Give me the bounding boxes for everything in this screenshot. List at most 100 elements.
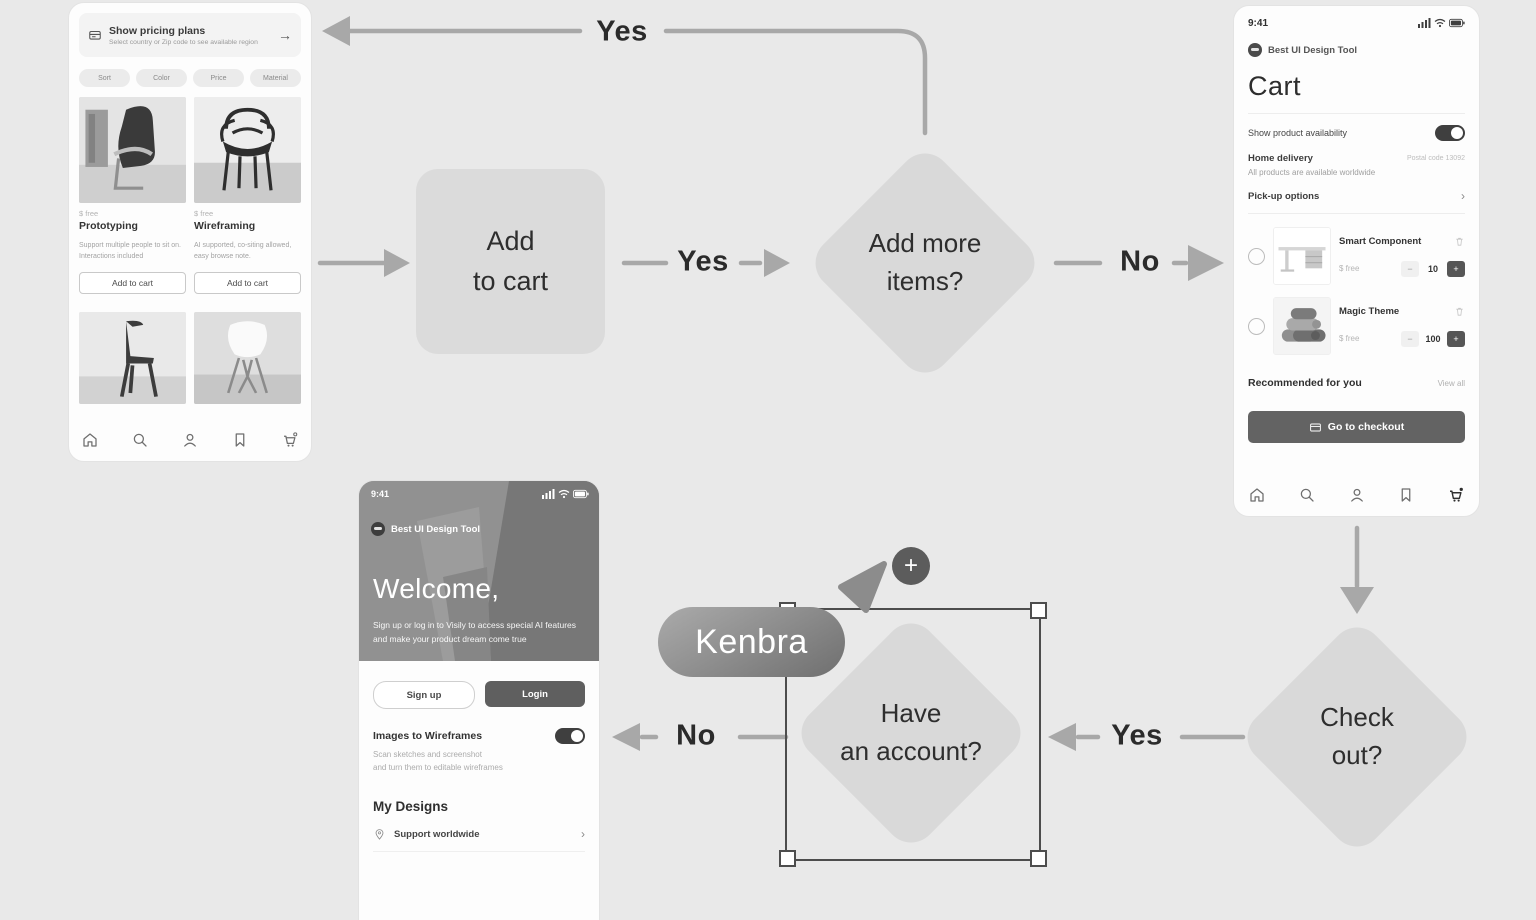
divider	[1248, 213, 1465, 214]
pickup-options-row[interactable]: Pick-up options ›	[1248, 190, 1465, 202]
minus-button[interactable]: −	[1401, 330, 1419, 347]
app-logo-icon	[1248, 43, 1262, 57]
signal-icon	[1418, 18, 1431, 28]
flow-label-yes-loop: Yes	[596, 15, 648, 48]
add-to-cart-button[interactable]: Add to cart	[79, 272, 186, 294]
product-price: $ free	[79, 209, 99, 218]
images-to-wireframes-row: Images to Wireframes	[373, 728, 585, 744]
status-bar: 9:41	[371, 489, 589, 499]
cart-item: Magic Theme $ free − 100 +	[1248, 297, 1465, 355]
add-node-button[interactable]: +	[892, 547, 930, 585]
minus-button[interactable]: −	[1401, 260, 1419, 277]
location-pin-icon	[375, 828, 384, 840]
sign-up-button[interactable]: Sign up	[373, 681, 475, 709]
product-description: Support multiple people to sit on. Inter…	[79, 242, 181, 260]
arrow-right-icon[interactable]: →	[278, 27, 292, 43]
trash-icon[interactable]	[1454, 306, 1465, 317]
flow-node-have-account[interactable]: Have an account?	[790, 612, 1032, 854]
pricing-banner[interactable]: Show pricing plans Select country or Zip…	[79, 13, 301, 57]
trash-icon[interactable]	[1454, 236, 1465, 247]
item-radio[interactable]	[1248, 247, 1265, 265]
filter-chip-sort[interactable]: Sort	[79, 69, 130, 87]
product-image-shell-chair	[194, 312, 301, 404]
quantity-value: 100	[1425, 333, 1441, 344]
brand-name: Best UI Design Tool	[391, 523, 481, 535]
filter-chip-price[interactable]: Price	[193, 69, 244, 87]
node-text: Add more items?	[868, 228, 982, 296]
flow-label-no-mid: No	[1120, 245, 1160, 278]
wifi-icon	[558, 489, 570, 499]
item-radio[interactable]	[1248, 317, 1265, 335]
selection-handle-bottom-right[interactable]	[1030, 850, 1047, 867]
bookmark-icon[interactable]	[231, 431, 249, 449]
brand-row: Best UI Design Tool	[1248, 43, 1465, 57]
status-time: 9:41	[1248, 17, 1269, 29]
brand-row: Best UI Design Tool	[371, 522, 480, 536]
selection-handle-bottom-left[interactable]	[779, 850, 796, 867]
home-icon[interactable]	[81, 431, 99, 449]
hero-image: 9:41 Best UI Design Tool Welcome, Sign u…	[359, 481, 599, 661]
signal-icon	[542, 489, 555, 499]
cart-icon[interactable]	[281, 431, 299, 449]
cart-item: Smart Component $ free − 10 +	[1248, 227, 1465, 285]
page-title: Cart	[1248, 71, 1302, 101]
product-image-masters-chair	[194, 97, 301, 203]
add-to-cart-button[interactable]: Add to cart	[194, 272, 301, 294]
item-name: Magic Theme	[1339, 305, 1400, 317]
brand-name: Best UI Design Tool	[1268, 44, 1358, 56]
profile-icon[interactable]	[181, 431, 199, 449]
view-all-link[interactable]: View all	[1437, 378, 1465, 388]
chevron-right-icon: ›	[1461, 189, 1465, 203]
filter-chip-material[interactable]: Material	[250, 69, 301, 87]
battery-icon	[1449, 18, 1465, 28]
bottom-navigation	[81, 427, 299, 453]
search-icon[interactable]	[131, 431, 149, 449]
node-text: Check out?	[1320, 702, 1394, 770]
login-button[interactable]: Login	[485, 681, 585, 707]
shop-screen: Show pricing plans Select country or Zip…	[68, 2, 312, 462]
delivery-subtitle: All products are available worldwide	[1248, 168, 1376, 177]
home-delivery-label: Home delivery	[1248, 153, 1313, 164]
welcome-title: Welcome,	[373, 573, 500, 604]
availability-label: Show product availability	[1248, 128, 1348, 138]
flow-node-add-to-cart[interactable]: Add to cart	[416, 169, 605, 354]
go-to-checkout-button[interactable]: Go to checkout	[1248, 411, 1465, 443]
selection-handle-top-right[interactable]	[1030, 602, 1047, 619]
plus-button[interactable]: +	[1447, 260, 1465, 277]
profile-icon[interactable]	[1348, 486, 1366, 504]
product-image-armchair	[79, 97, 186, 203]
welcome-screen: 9:41 Best UI Design Tool Welcome, Sign u…	[358, 480, 600, 920]
node-text: Add to cart	[472, 226, 549, 296]
cart-screen: 9:41 Best UI Design Tool Cart Show produ…	[1233, 5, 1480, 517]
collaborator-cursor-icon	[838, 561, 887, 613]
item-image-fabric-rolls	[1273, 297, 1331, 355]
bottom-navigation	[1248, 482, 1465, 508]
flow-node-add-more-items[interactable]: Add more items?	[804, 142, 1046, 384]
availability-toggle[interactable]	[1435, 125, 1465, 141]
status-icons	[542, 489, 589, 499]
availability-row: Show product availability	[1248, 125, 1465, 141]
bookmark-icon[interactable]	[1397, 486, 1415, 504]
product-description: AI supported, co-siting allowed, easy br…	[194, 242, 292, 260]
plus-button[interactable]: +	[1447, 330, 1465, 347]
item-price: $ free	[1339, 334, 1360, 343]
banner-subtitle: Select country or Zip code to see availa…	[109, 38, 258, 46]
cart-icon-active[interactable]	[1447, 486, 1465, 504]
home-icon[interactable]	[1248, 486, 1266, 504]
recommended-row: Recommended for you View all	[1248, 377, 1465, 389]
battery-icon	[573, 489, 589, 499]
product-image-side-chair	[79, 312, 186, 404]
toggle-knob	[571, 730, 583, 742]
search-icon[interactable]	[1298, 486, 1316, 504]
wireframes-toggle[interactable]	[555, 728, 585, 744]
quantity-stepper: − 100 +	[1401, 330, 1465, 347]
support-worldwide-item[interactable]: Support worldwide ›	[373, 828, 585, 852]
banner-text: Show pricing plans Select country or Zip…	[109, 25, 258, 46]
filter-chip-color[interactable]: Color	[136, 69, 187, 87]
filter-chips: Sort Color Price Material	[79, 69, 301, 87]
flow-label-yes-mid: Yes	[677, 245, 729, 278]
status-icons	[1418, 18, 1465, 28]
hero-scene	[359, 481, 599, 661]
flow-node-check-out[interactable]: Check out?	[1236, 616, 1478, 858]
